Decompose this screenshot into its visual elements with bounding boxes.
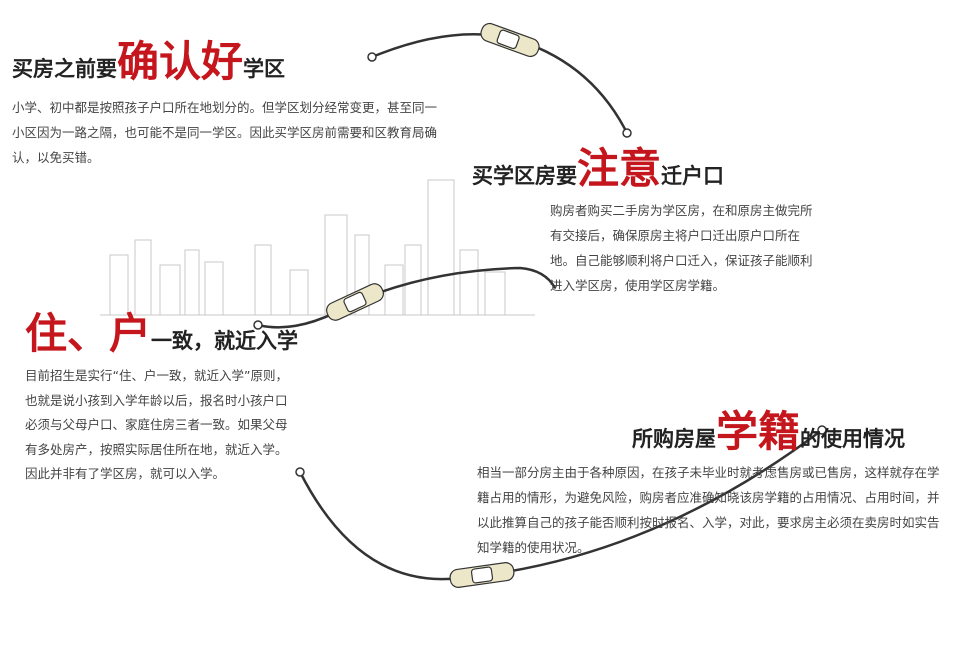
body-residence-consistent: 目前招生是实行“住、户一致，就近入学”原则，也就是说小孩到入学年龄以后，报名时小… [25, 368, 288, 481]
heading-highlight: 住、户 [25, 309, 152, 358]
heading-text: 买房之前要 [12, 56, 117, 81]
heading-highlight: 注意 [577, 144, 662, 193]
body-enrollment-status: 相当一部分房主由于各种原因，在孩子未毕业时就考虑售房或已售房，这样就存在学籍占用… [477, 465, 940, 555]
heading-residence-consistent: 住、户一致，就近入学 [25, 300, 298, 361]
body-transfer-hukou: 购房者购买二手房为学区房，在和原房主做完所有交接后，确保原房主将户口迁出原户口所… [550, 203, 813, 293]
car-icons [326, 22, 540, 588]
heading-text: 买学区房要 [472, 163, 577, 188]
heading-enrollment-status: 所购房屋学籍的使用情况 [632, 398, 905, 459]
heading-text: 一致，就近入学 [151, 328, 299, 353]
heading-text: 迁户口 [661, 163, 725, 188]
path-dots [253, 52, 827, 477]
heading-highlight: 确认好 [117, 37, 244, 86]
heading-confirm-district: 买房之前要确认好学区 [12, 28, 285, 89]
heading-highlight: 学籍 [716, 407, 801, 456]
cityscape-illustration [100, 179, 535, 316]
body-confirm-district: 小学、初中都是按照孩子户口所在地划分的。但学区划分经常变更，甚至同一小区因为一路… [12, 100, 438, 165]
heading-transfer-hukou: 买学区房要注意迁户口 [472, 135, 724, 196]
heading-text: 学区 [243, 56, 286, 81]
heading-text: 的使用情况 [800, 426, 906, 451]
heading-text: 所购房屋 [632, 426, 716, 451]
